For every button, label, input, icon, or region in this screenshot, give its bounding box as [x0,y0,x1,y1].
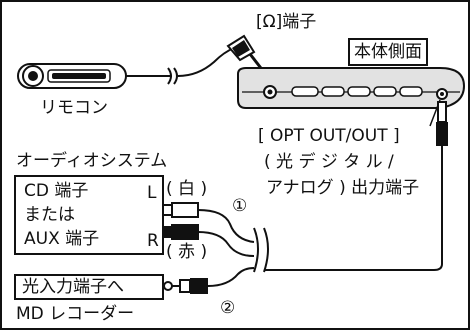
headphone-plug [226,34,266,73]
headphone-jack-label: [Ω]端子 [256,12,317,32]
cable-break-marks [253,227,269,273]
output-jack-label-line1: [ OPT OUT/OUT ] [258,126,400,146]
md-recorder-title: MD レコーダー [16,304,135,324]
player-body [237,67,466,109]
right-color-label: ( 赤 ) [166,242,208,262]
audio-system-line3: AUX 端子 [24,229,100,249]
diagram-artwork [17,34,466,294]
remote-control-illustration [17,63,127,89]
left-channel-label: L [147,183,157,203]
left-color-label: ( 白 ) [166,179,208,199]
remote-label: リモコン [40,98,108,118]
cable-1-number: ① [232,196,248,216]
audio-system-title: オーディオシステム [16,151,168,171]
audio-system-box: CD 端子 または AUX 端子 L R [14,175,164,255]
optical-cable [163,267,255,294]
output-cable [264,101,448,271]
audio-system-line2: または [24,205,75,225]
remote-cable [126,47,235,85]
audio-system-line1: CD 端子 [24,181,89,201]
optical-input-label: 光入力端子へ [22,277,124,297]
body-side-label: 本体側面 [348,38,428,66]
cable-2-number: ② [220,298,236,318]
right-channel-label: R [147,231,159,251]
output-jack-label-line2: ( 光 デ ジ タ ル / [264,152,394,172]
output-jack-label-line3: アナログ ) 出力端子 [266,178,420,198]
optical-input-box: 光入力端子へ [14,274,164,300]
